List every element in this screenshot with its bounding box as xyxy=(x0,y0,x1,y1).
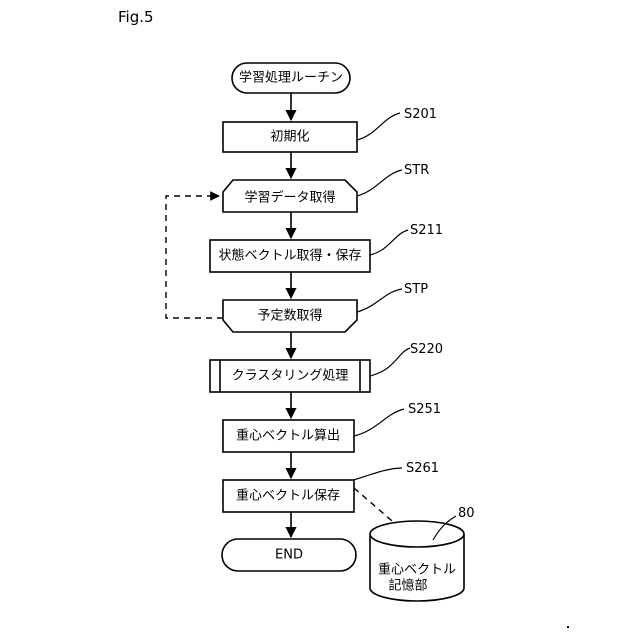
end-terminal: END xyxy=(222,539,356,571)
ref-s220: S220 xyxy=(410,342,443,357)
step-s201: 初期化 xyxy=(223,122,357,152)
leader-s220 xyxy=(370,348,410,376)
leader-stp xyxy=(357,289,402,312)
step-s220-predefined-process: クラスタリング処理 xyxy=(210,360,370,392)
ref-s201: S201 xyxy=(404,107,437,122)
leader-s261 xyxy=(354,468,402,480)
step-s261: 重心ベクトル保存 xyxy=(223,480,354,512)
leader-s201 xyxy=(357,113,400,140)
leader-str xyxy=(357,170,402,196)
step-s251: 重心ベクトル算出 xyxy=(223,420,354,452)
storage-label-line2: 記憶部 xyxy=(388,578,427,594)
ref-s261: S261 xyxy=(406,461,439,476)
ref-storage: 80 xyxy=(458,506,475,521)
leader-s211 xyxy=(370,230,408,255)
step-s220-label: クラスタリング処理 xyxy=(232,369,349,384)
storage-label-line1: 重心ベクトル xyxy=(378,562,456,578)
storage-cylinder-icon: 重心ベクトル 記憶部 xyxy=(370,521,464,601)
step-stp-loop-end: 予定数取得 xyxy=(223,300,357,332)
figure-title: Fig.5 xyxy=(118,8,154,26)
end-label: END xyxy=(275,548,303,563)
stray-dot xyxy=(567,626,569,628)
step-s251-label: 重心ベクトル算出 xyxy=(236,428,340,444)
ref-s251: S251 xyxy=(408,402,441,417)
step-s211-label: 状態ベクトル取得・保存 xyxy=(218,248,361,264)
ref-s211: S211 xyxy=(410,223,443,238)
step-str-label: 学習データ取得 xyxy=(244,190,335,206)
step-str-loop-start: 学習データ取得 xyxy=(223,180,357,212)
step-stp-label: 予定数取得 xyxy=(257,308,322,324)
ref-str: STR xyxy=(404,163,429,178)
step-s201-label: 初期化 xyxy=(270,130,309,145)
start-label: 学習処理ルーチン xyxy=(239,70,343,86)
ref-stp: STP xyxy=(404,282,428,297)
step-s261-label: 重心ベクトル保存 xyxy=(236,488,340,504)
step-s211: 状態ベクトル取得・保存 xyxy=(210,240,370,272)
leader-s251 xyxy=(354,409,404,436)
start-terminal: 学習処理ルーチン xyxy=(232,63,350,93)
